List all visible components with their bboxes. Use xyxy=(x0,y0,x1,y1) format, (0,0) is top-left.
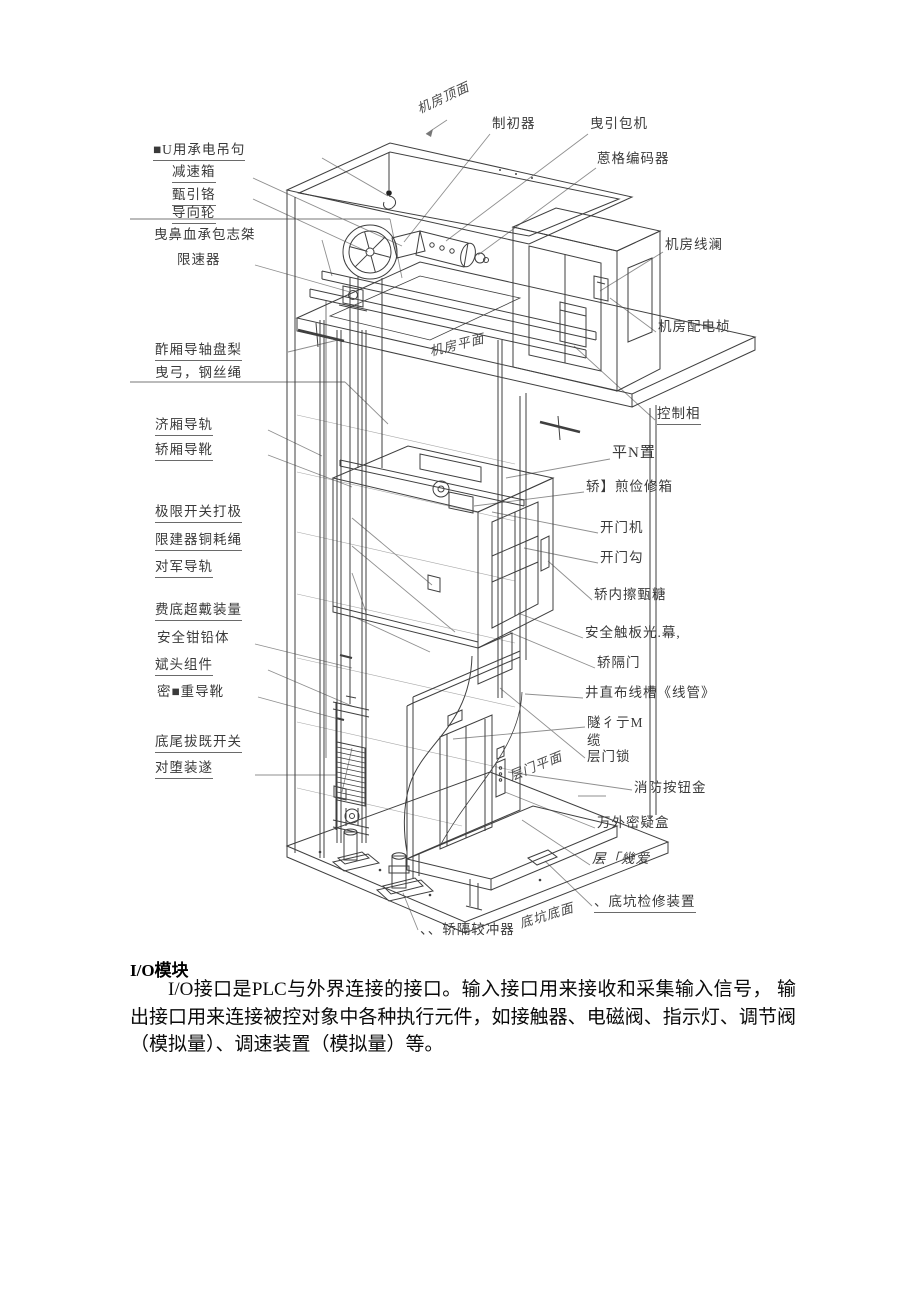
roof-label-arrowhead xyxy=(426,129,433,137)
section-heading: I/O模块 xyxy=(130,961,189,980)
part-label: 层门锁 xyxy=(587,749,631,764)
part-label: 消防按钮金 xyxy=(634,780,707,795)
part-label: 轿隔门 xyxy=(597,655,641,670)
part-label: 对军导轨 xyxy=(155,559,213,578)
part-label: 制初器 xyxy=(492,116,536,131)
part-label: 隧彳亍M xyxy=(587,715,644,730)
part-label: 蒽格编码器 xyxy=(597,151,670,166)
structure-lines xyxy=(285,142,757,934)
part-label: 控制相 xyxy=(657,406,701,425)
part-label: 曳弓，钢丝绳 xyxy=(155,365,242,380)
part-label: 减速箱 xyxy=(172,164,216,183)
part-label: 限速器 xyxy=(177,252,221,267)
part-label: 甄引铬 xyxy=(172,187,216,206)
part-label: 层「幾爱 xyxy=(592,851,650,866)
part-label: 酢厢导轴盘梨 xyxy=(155,342,242,361)
part-label: 对堕装遂 xyxy=(155,760,213,779)
part-label: 极限开关打极 xyxy=(155,504,242,523)
part-label: 斌头组件 xyxy=(155,657,213,676)
part-label: 限建器铜耗绳 xyxy=(155,532,242,551)
part-label: 安全钳铅体 xyxy=(157,630,230,645)
part-label: 、底坑检修装置 xyxy=(594,894,696,913)
part-label: 曳引包机 xyxy=(590,116,648,131)
part-label: 密■重导靴 xyxy=(157,684,225,699)
part-label: 平N置 xyxy=(612,445,656,461)
part-label: 轿内擦甄糖 xyxy=(594,587,667,602)
part-label: 开门勾 xyxy=(600,550,644,565)
part-label: 费底超戴装量 xyxy=(155,602,242,621)
part-label: ■U用承电吊句 xyxy=(153,142,246,161)
part-label: 轿厢导靴 xyxy=(155,442,213,461)
part-label: 轿】煎俭修箱 xyxy=(586,479,673,494)
part-label: 曳鼻血承包志桀 xyxy=(154,227,256,242)
wall-seam-lines xyxy=(296,414,516,827)
part-label: 机房线澜 xyxy=(665,237,723,252)
part-label: 底尾拔既开关 xyxy=(155,734,242,753)
part-label: 万外密疑盒 xyxy=(597,815,670,830)
part-label: 井直布线槽《线管》 xyxy=(585,685,716,700)
part-label: 缆 xyxy=(587,733,602,748)
part-label: 导向轮 xyxy=(172,205,216,224)
part-label: 安全触板光.幕, xyxy=(585,625,681,640)
body-paragraph: I/O接口是PLC与外界连接的接口。输入接口用来接收和采集输入信号， 输出接口用… xyxy=(130,979,796,1056)
part-label: 机房配电桢 xyxy=(658,319,731,334)
part-label: 、、轿隔较冲器 xyxy=(420,922,515,937)
part-label: 济厢导轨 xyxy=(155,417,213,436)
part-label: 开门机 xyxy=(600,520,644,535)
